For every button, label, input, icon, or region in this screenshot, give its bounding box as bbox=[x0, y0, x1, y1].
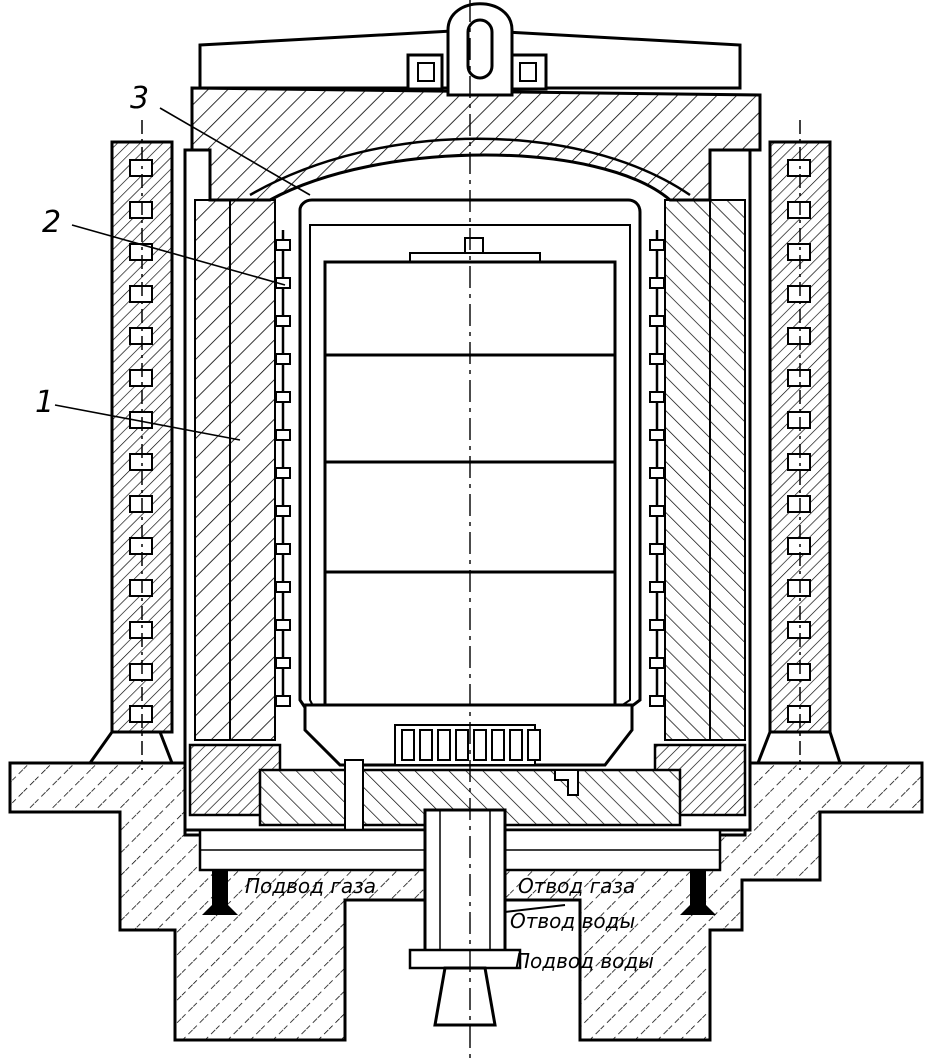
column-rung bbox=[129, 663, 153, 681]
fan-blade bbox=[473, 729, 487, 761]
callout-3: 3 bbox=[130, 81, 149, 116]
column-rung bbox=[787, 411, 811, 429]
heater-hook bbox=[649, 543, 665, 555]
callout-1: 1 bbox=[35, 385, 54, 420]
caption-water-outlet: Отвод воды bbox=[510, 909, 635, 933]
column-rung bbox=[787, 159, 811, 177]
caption-gas-outlet: Отвод газа bbox=[518, 874, 635, 898]
heater-hook bbox=[649, 315, 665, 327]
column-rung bbox=[129, 159, 153, 177]
lifting-eye bbox=[446, 2, 514, 97]
heater-hook bbox=[649, 657, 665, 669]
column-rung bbox=[129, 621, 153, 639]
column-rung bbox=[129, 453, 153, 471]
column-rung bbox=[129, 579, 153, 597]
heater-hook bbox=[275, 657, 291, 669]
heater-hook bbox=[275, 353, 291, 365]
heater-hook bbox=[649, 467, 665, 479]
fan-blade bbox=[491, 729, 505, 761]
column-rung bbox=[787, 621, 811, 639]
column-rung bbox=[129, 201, 153, 219]
heater-hook bbox=[275, 429, 291, 441]
column-rung bbox=[129, 537, 153, 555]
column-rung bbox=[787, 285, 811, 303]
column-rung bbox=[787, 705, 811, 723]
heater-hook bbox=[649, 353, 665, 365]
column-rung bbox=[787, 327, 811, 345]
heater-hook bbox=[649, 619, 665, 631]
caption-gas-inlet: Подвод газа bbox=[245, 874, 376, 898]
fan-blade bbox=[419, 729, 433, 761]
column-rung bbox=[129, 285, 153, 303]
motor-drive bbox=[408, 808, 522, 1027]
left-support-column bbox=[87, 120, 175, 770]
heater-hook bbox=[649, 505, 665, 517]
column-rung bbox=[129, 705, 153, 723]
heating-elements bbox=[275, 230, 665, 707]
heater-hook bbox=[649, 277, 665, 289]
heater-hook bbox=[275, 581, 291, 593]
heater-hook bbox=[649, 581, 665, 593]
heater-hook bbox=[649, 391, 665, 403]
column-rung bbox=[787, 453, 811, 471]
heater-hook bbox=[275, 619, 291, 631]
caption-water-inlet: Подвод воды bbox=[515, 949, 654, 973]
heater-hook bbox=[649, 239, 665, 251]
heater-hook bbox=[275, 239, 291, 251]
heater-hook bbox=[275, 695, 291, 707]
column-rung bbox=[787, 579, 811, 597]
column-rung bbox=[787, 369, 811, 387]
column-rung bbox=[787, 495, 811, 513]
column-rung bbox=[787, 537, 811, 555]
heater-hook bbox=[275, 467, 291, 479]
water-outlet-arrow bbox=[504, 904, 566, 913]
column-rung bbox=[787, 201, 811, 219]
column-rung bbox=[787, 663, 811, 681]
heater-hook bbox=[275, 543, 291, 555]
heater-hook bbox=[275, 315, 291, 327]
column-rung bbox=[129, 495, 153, 513]
heater-hook bbox=[649, 695, 665, 707]
fan-blade bbox=[437, 729, 451, 761]
heater-hook bbox=[275, 505, 291, 517]
callout-2: 2 bbox=[42, 205, 61, 240]
heater-hook bbox=[275, 391, 291, 403]
right-support-column bbox=[755, 120, 843, 770]
fan-blade bbox=[455, 729, 469, 761]
leader-lines bbox=[54, 107, 311, 441]
fan-blade bbox=[527, 729, 541, 761]
column-rung bbox=[129, 369, 153, 387]
column-rung bbox=[129, 327, 153, 345]
heater-hook bbox=[649, 429, 665, 441]
fan-blade bbox=[401, 729, 415, 761]
fan-blade bbox=[509, 729, 523, 761]
column-rung bbox=[787, 243, 811, 261]
